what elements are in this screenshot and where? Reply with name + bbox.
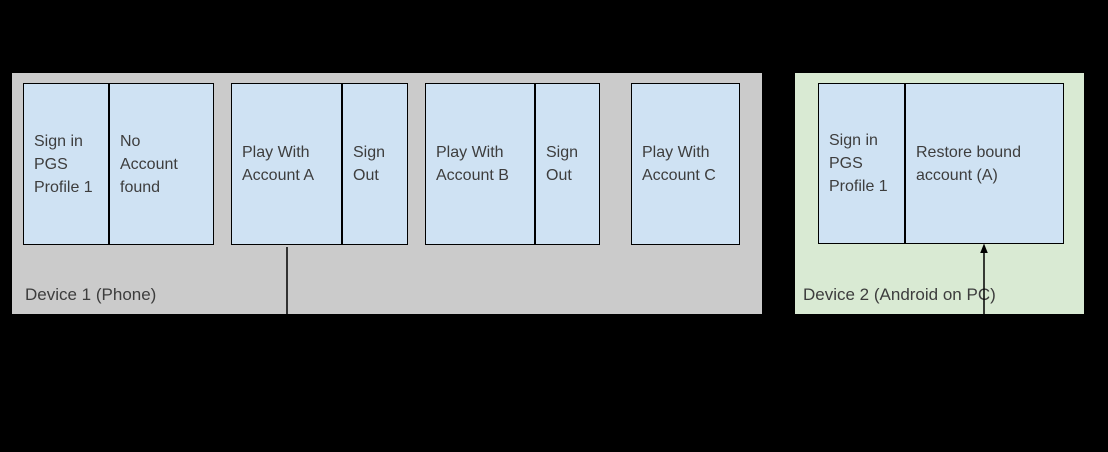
flow-group-sign-in: Sign in PGS Profile 1 No Account found <box>23 83 214 245</box>
step-box-sign-in-pgs-profile-1-device-2: Sign in PGS Profile 1 <box>818 83 905 244</box>
step-box-play-with-account-a: Play With Account A <box>231 83 342 245</box>
flow-group-account-b: Play With Account B Sign Out <box>425 83 600 245</box>
device-2-container: Sign in PGS Profile 1 Restore bound acco… <box>795 73 1084 314</box>
flow-group-account-c: Play With Account C <box>631 83 740 245</box>
step-box-play-with-account-c: Play With Account C <box>631 83 740 245</box>
device-1-container: Sign in PGS Profile 1 No Account found P… <box>12 73 762 314</box>
step-box-play-with-account-b: Play With Account B <box>425 83 535 245</box>
device-2-label: Device 2 (Android on PC) <box>803 285 996 304</box>
step-box-sign-out-a: Sign Out <box>342 83 408 245</box>
flow-group-account-a: Play With Account A Sign Out <box>231 83 408 245</box>
step-box-sign-in-pgs-profile-1: Sign in PGS Profile 1 <box>23 83 109 245</box>
step-box-no-account-found: No Account found <box>109 83 214 245</box>
step-box-sign-out-b: Sign Out <box>535 83 600 245</box>
step-box-restore-bound-account: Restore bound account (A) <box>905 83 1064 244</box>
flow-group-restore: Sign in PGS Profile 1 Restore bound acco… <box>818 83 1064 244</box>
device-1-label: Device 1 (Phone) <box>25 285 157 304</box>
